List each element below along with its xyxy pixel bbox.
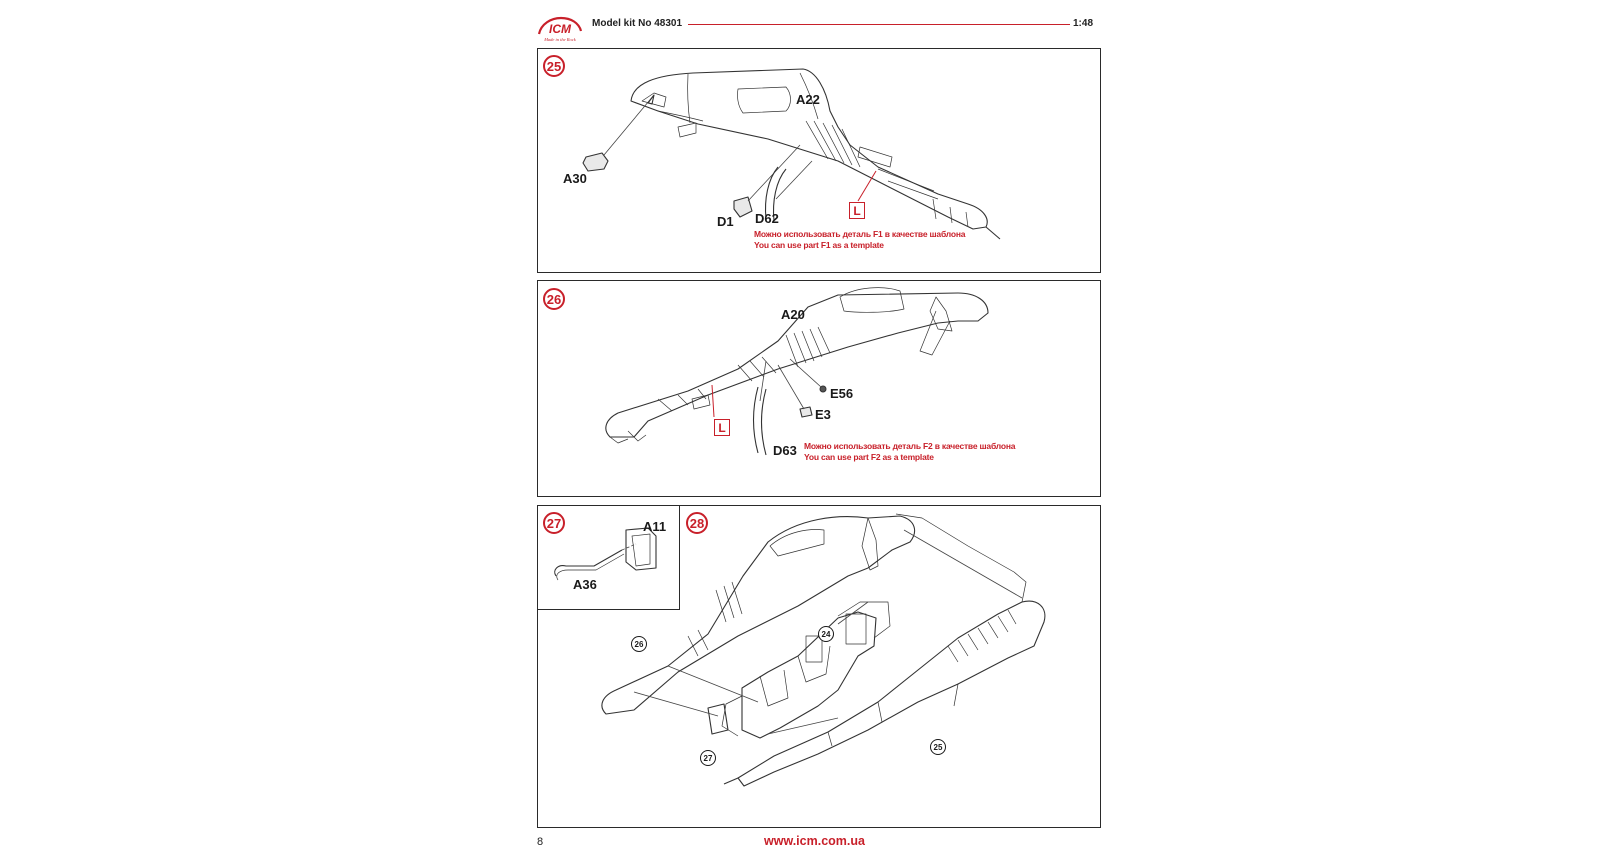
part-a30-shape (582, 152, 609, 172)
template-note-ru: Можно использовать деталь F1 в качестве … (754, 229, 966, 239)
step-25-panel: 25 A22 A30 D1 D62 L Можно использовать д… (537, 48, 1101, 273)
header-rule (688, 24, 1070, 25)
page-number: 8 (537, 836, 544, 848)
step-26-badge: 26 (543, 288, 565, 310)
logo-text: ICM (549, 22, 572, 36)
part-label-a36: A36 (573, 577, 597, 592)
part-label-d63: D63 (773, 443, 797, 458)
lower-fuselage (737, 600, 1046, 787)
part-d63-shape (753, 386, 767, 456)
part-a36-shape (554, 549, 623, 577)
step-ref-24: 24 (818, 626, 834, 642)
model-kit-label: Model kit No 48301 (592, 18, 683, 29)
step-28-drawing (601, 513, 1046, 787)
part-label-a22: A22 (796, 92, 820, 107)
part-a11-shape (625, 527, 657, 571)
step-28-badge: 28 (686, 512, 708, 534)
part-e56-shape (819, 385, 827, 393)
fuselage-half-a22 (630, 68, 988, 230)
template-note-en: You can use part F2 as a template (804, 452, 934, 462)
part-label-d1: D1 (717, 214, 734, 229)
fuselage-half-a20 (605, 292, 989, 438)
step-27-drawing (554, 527, 657, 581)
template-note-en: You can use part F1 as a template (754, 240, 884, 250)
step-25-drawing (582, 68, 1001, 240)
step-ref-25: 25 (930, 739, 946, 755)
step-ref-27: 27 (700, 750, 716, 766)
step-26-drawing (605, 287, 989, 456)
cockpit-tub (741, 611, 877, 739)
logo-tagline: Made in the Rock (543, 37, 577, 42)
website-link[interactable]: www.icm.com.ua (764, 834, 865, 848)
step-28-panel: 27 A11 A36 28 (537, 505, 1101, 828)
part-d1-shape (733, 196, 753, 218)
step-27-badge: 27 (543, 512, 565, 534)
template-marker-l: L (849, 202, 865, 219)
scale-label: 1:48 (1073, 18, 1094, 29)
part-label-a20: A20 (781, 307, 805, 322)
part-label-e56: E56 (830, 386, 854, 401)
part-label-a11: A11 (643, 519, 667, 534)
part-label-e3: E3 (815, 407, 831, 422)
step-25-badge: 25 (543, 55, 565, 77)
step-26-panel: 26 A20 E56 E3 D63 L Можно использовать д… (537, 280, 1101, 497)
template-note-ru: Можно использовать деталь F2 в качестве … (804, 441, 1016, 451)
icm-logo: ICM Made in the Rock (537, 16, 583, 42)
part-label-d62: D62 (755, 211, 779, 226)
step-ref-26: 26 (631, 636, 647, 652)
step-27-panel: 27 A11 A36 (537, 505, 680, 610)
part-label-a30: A30 (563, 171, 587, 186)
part-d62-shape (764, 166, 787, 222)
part-e3-shape (799, 406, 813, 418)
template-marker-l: L (714, 419, 730, 436)
